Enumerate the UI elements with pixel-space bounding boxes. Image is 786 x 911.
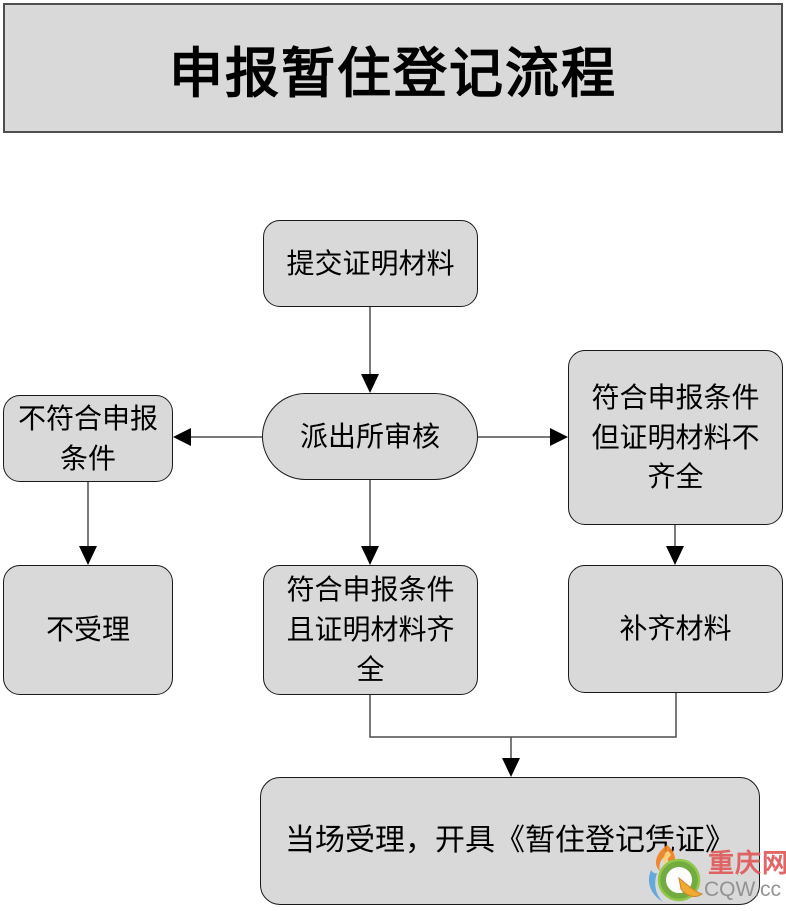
arrow-review-to-meet-incomplete	[478, 428, 568, 446]
arrow-review-to-not-meet	[173, 428, 262, 446]
arrow-meet-incomplete-to-supplement	[666, 525, 684, 565]
watermark-texts: 重庆网 CQW.cc	[704, 848, 786, 901]
watermark-site-url: CQW.cc	[704, 878, 781, 901]
node-accept-and-issue-certificate: 当场受理，开具《暂住登记凭证》	[260, 777, 760, 905]
watermark-site-name: 重庆网	[708, 848, 786, 878]
node-police-review: 派出所审核	[262, 393, 478, 480]
node-meet-conditions-complete-materials: 符合申报条件 且证明材料齐 全	[263, 565, 478, 695]
node-meet-conditions-incomplete-materials: 符合申报条件 但证明材料不 齐全	[568, 350, 783, 525]
connector-merge-to-final	[369, 693, 677, 777]
arrow-submit-to-review	[361, 307, 379, 393]
node-submit-materials: 提交证明材料	[263, 220, 478, 307]
arrow-review-to-meet-complete	[361, 480, 379, 565]
title-banner: 申报暂住登记流程	[3, 3, 783, 133]
node-not-accepted: 不受理	[3, 565, 173, 695]
node-supplement-materials: 补齐材料	[568, 565, 783, 693]
cqw-logo-icon	[648, 845, 704, 902]
watermark: 重庆网 CQW.cc	[641, 842, 786, 908]
node-not-meet-conditions: 不符合申报 条件	[3, 395, 173, 482]
arrow-not-meet-to-not-accepted	[79, 482, 97, 565]
page-title: 申报暂住登记流程	[169, 43, 617, 104]
